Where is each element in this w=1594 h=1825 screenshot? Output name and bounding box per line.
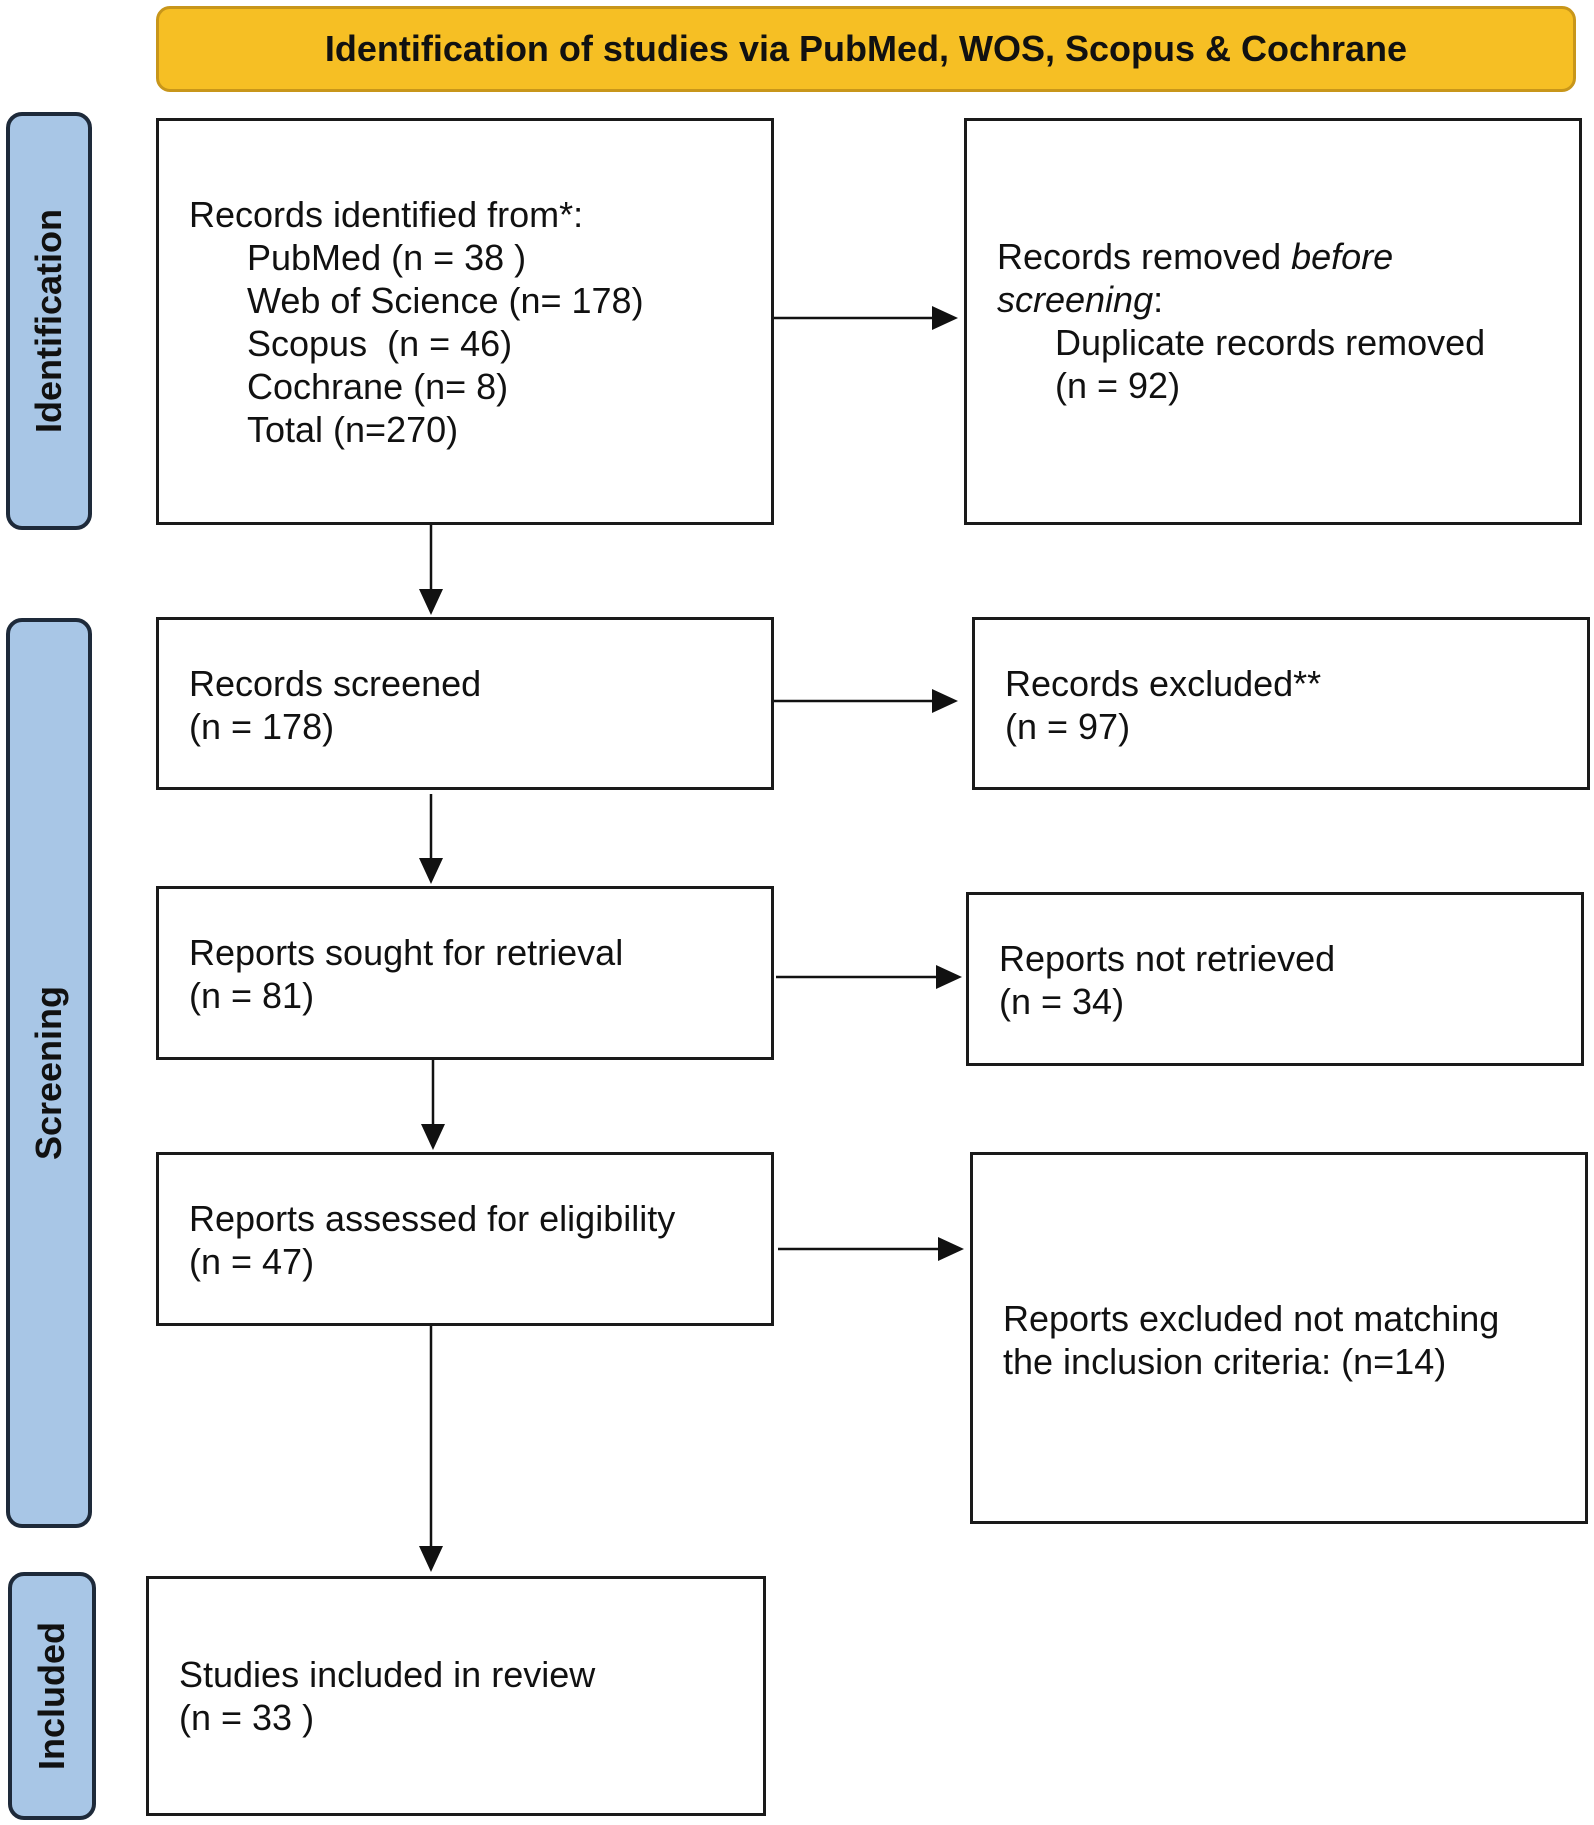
reports-excluded-criteria-line1: Reports excluded not matching: [1003, 1298, 1500, 1339]
header-banner: Identification of studies via PubMed, WO…: [156, 6, 1576, 92]
source-scopus: Scopus (n = 46): [247, 323, 513, 364]
removed-count: (n = 92): [1055, 365, 1181, 406]
reports-sought-box: Reports sought for retrieval (n = 81): [156, 886, 774, 1060]
phase-included: Included: [8, 1572, 96, 1820]
arrowhead-excluded-criteria: [938, 1237, 964, 1261]
arrowhead-removed: [932, 306, 958, 330]
removed-before: before: [1291, 236, 1394, 277]
studies-included-box: Studies included in review (n = 33 ): [146, 1576, 766, 1816]
studies-included-count: (n = 33 ): [179, 1697, 315, 1738]
records-screened-box: Records screened (n = 178): [156, 617, 774, 790]
header-title: Identification of studies via PubMed, WO…: [324, 28, 1408, 69]
removed-screening: screening: [997, 279, 1154, 320]
source-total: Total (n=270): [247, 409, 459, 450]
records-excluded-label: Records excluded**: [1005, 663, 1322, 704]
records-screened-label: Records screened: [189, 663, 482, 704]
arrowhead-assessed: [421, 1124, 445, 1150]
reports-assessed-box: Reports assessed for eligibility (n = 47…: [156, 1152, 774, 1326]
records-screened-count: (n = 178): [189, 706, 335, 747]
removed-prefix: Records removed: [997, 236, 1292, 277]
records-excluded-count: (n = 97): [1005, 706, 1131, 747]
records-identified-box: Records identified from*: PubMed (n = 38…: [156, 118, 774, 525]
phase-identification: Identification: [6, 112, 92, 530]
records-excluded-box: Records excluded** (n = 97): [972, 617, 1590, 790]
reports-excluded-criteria-box: Reports excluded not matching the inclus…: [970, 1152, 1588, 1524]
phase-screening: Screening: [6, 618, 92, 1528]
reports-sought-count: (n = 81): [189, 975, 315, 1016]
reports-not-retrieved-label: Reports not retrieved: [999, 938, 1336, 979]
source-web-of-science: Web of Science (n= 178): [247, 280, 644, 321]
records-identified-heading: Records identified from*:: [189, 194, 584, 235]
reports-assessed-count: (n = 47): [189, 1241, 315, 1282]
arrowhead-screened: [419, 589, 443, 615]
removed-duplicates: Duplicate records removed: [1055, 322, 1486, 363]
reports-sought-label: Reports sought for retrieval: [189, 932, 624, 973]
arrowhead-included: [419, 1546, 443, 1572]
studies-included-label: Studies included in review: [179, 1654, 596, 1695]
records-removed-box: Records removed before screening: Duplic…: [964, 118, 1582, 525]
removed-colon: :: [1153, 279, 1164, 320]
reports-assessed-label: Reports assessed for eligibility: [189, 1198, 676, 1239]
source-pubmed: PubMed (n = 38 ): [247, 237, 527, 278]
source-cochrane: Cochrane (n= 8): [247, 366, 509, 407]
arrowhead-sought: [419, 858, 443, 884]
arrowhead-excluded: [932, 689, 958, 713]
reports-excluded-criteria-line2: the inclusion criteria: (n=14): [1003, 1341, 1447, 1382]
reports-not-retrieved-count: (n = 34): [999, 981, 1125, 1022]
reports-not-retrieved-box: Reports not retrieved (n = 34): [966, 892, 1584, 1066]
arrowhead-not-retrieved: [936, 965, 962, 989]
